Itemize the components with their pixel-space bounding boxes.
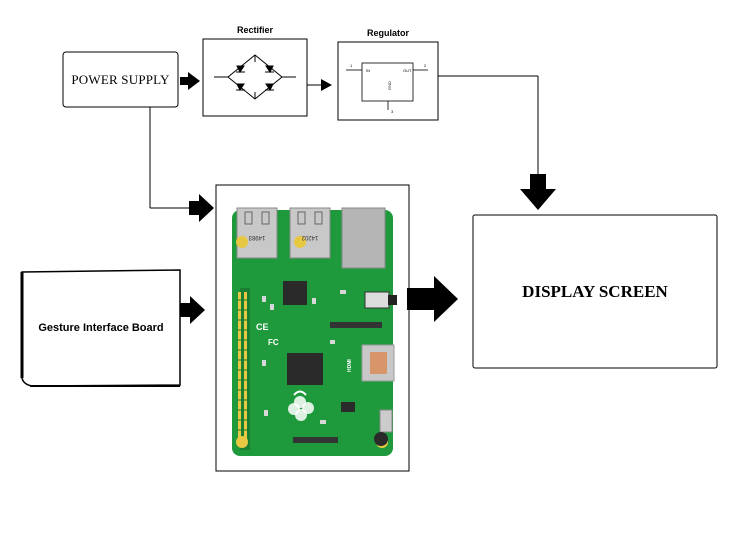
- regulator-title: Regulator: [366, 28, 409, 38]
- gpio-header: [238, 292, 247, 442]
- ethernet-port: [341, 207, 386, 269]
- connector-ps-to-pi: [149, 107, 214, 222]
- connector-regulator-to-display: [438, 75, 556, 210]
- regulator-pin-out: OUT: [403, 68, 412, 73]
- soc-chip: [287, 353, 323, 385]
- gesture-board-label: Gesture Interface Board: [38, 321, 164, 334]
- regulator-ic-icon: [346, 62, 428, 110]
- regulator-pin-1: 1: [350, 63, 353, 68]
- fc-mark: FC: [268, 338, 279, 347]
- rectifier-title: Rectifier: [236, 25, 273, 35]
- power-supply-box: [62, 51, 179, 108]
- audio-jack: [364, 291, 390, 309]
- arrow-ps-to-rectifier: [180, 72, 200, 90]
- usb-label-1: 14983: [248, 234, 265, 240]
- raspberry-pi-board: [232, 207, 397, 456]
- arrow-rectifier-to-regulator: [307, 79, 332, 91]
- display-screen-label: DISPLAY SCREEN: [522, 281, 668, 301]
- arrow-pi-to-display: [407, 276, 458, 322]
- power-supply-label: POWER SUPPLY: [71, 71, 170, 87]
- usb-label-2: 14202: [301, 234, 318, 240]
- regulator-pin-2: 2: [424, 63, 427, 68]
- regulator-pin-3: 3: [391, 109, 394, 114]
- display-screen-box: [472, 214, 718, 369]
- usb-port-1: [236, 207, 278, 259]
- raspberry-logo-icon: [288, 390, 314, 421]
- arrow-gesture-to-pi: [180, 296, 205, 324]
- bridge-rectifier-icon: [214, 54, 296, 100]
- regulator-pin-in: IN: [366, 68, 370, 73]
- hdmi-mark: HDMI: [347, 359, 353, 372]
- usb-port-2: [289, 207, 331, 259]
- regulator-pin-gnd: GND: [387, 81, 392, 90]
- usb-lan-chip: [283, 281, 307, 305]
- ce-mark: CE: [256, 322, 269, 332]
